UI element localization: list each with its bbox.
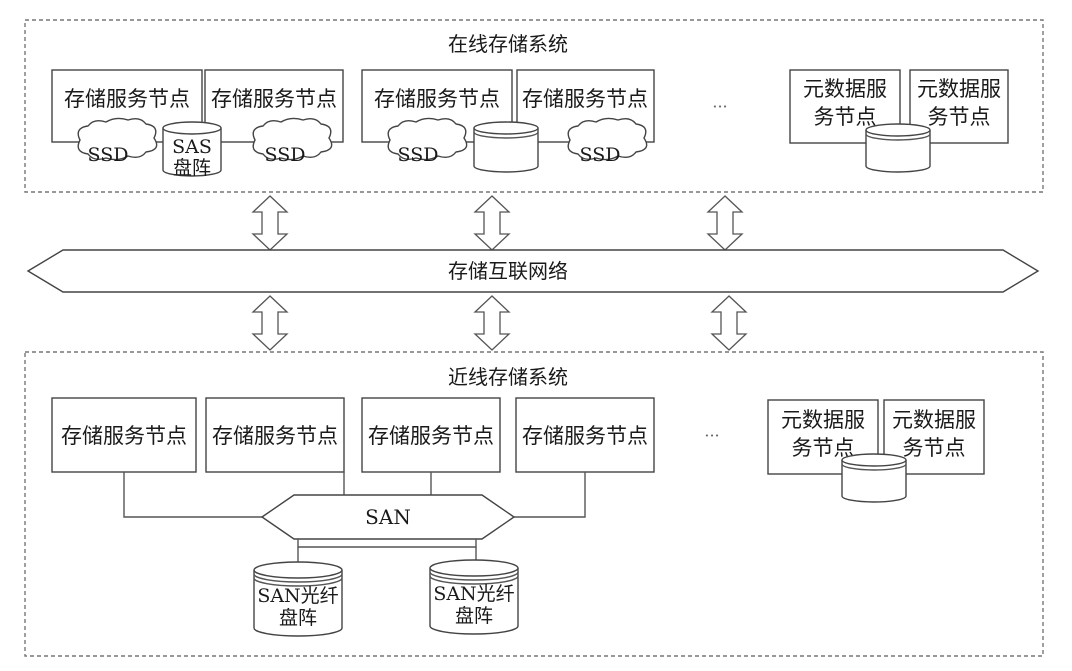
online-sas-label-1: SAS — [172, 136, 212, 158]
online-meta-disk — [865, 123, 931, 173]
online-ssd-1-label: SSD — [88, 144, 129, 166]
san-switch: SAN — [260, 494, 516, 540]
online-title: 在线存储系统 — [448, 32, 568, 56]
online-ellipsis: ··· — [712, 97, 727, 116]
upper-arrow-3 — [706, 195, 744, 251]
online-meta-node-1-line1: 元数据服 — [803, 77, 887, 101]
online-meta-node-1-line2: 务节点 — [814, 105, 877, 129]
online-storage-node-2-label: 存储服务节点 — [211, 87, 337, 111]
san-disk-2-line2: 盘阵 — [455, 605, 493, 627]
san-connectors — [123, 472, 586, 518]
nearline-meta-node-2-line2: 务节点 — [903, 436, 966, 460]
san-label: SAN — [365, 505, 411, 529]
online-meta-node-2-line2: 务节点 — [928, 105, 991, 129]
network-label: 存储互联网络 — [448, 259, 568, 283]
nearline-storage-node-1-label: 存储服务节点 — [61, 424, 187, 448]
san-fiber-disk-array-2: SAN光纤 盘阵 — [429, 559, 519, 635]
online-ssd-4-label: SSD — [580, 144, 621, 166]
nearline-meta-disk — [841, 453, 907, 503]
san-disk-1-line1: SAN光纤 — [257, 585, 338, 607]
nearline-storage-node-3-label: 存储服务节点 — [368, 424, 494, 448]
online-ssd-2-label: SSD — [265, 144, 306, 166]
online-storage-node-3-label: 存储服务节点 — [374, 87, 500, 111]
online-ssd-2: SSD — [252, 117, 333, 166]
online-storage-system: 在线存储系统 存储服务节点 存储服务节点 存储服务节点 存储服务节点 SSD S… — [24, 19, 1044, 193]
online-storage-node-4-label: 存储服务节点 — [522, 87, 648, 111]
lower-arrow-3 — [710, 295, 748, 351]
san-disk-1-line2: 盘阵 — [279, 607, 317, 629]
online-shared-disk — [473, 121, 539, 173]
nearline-storage-node-2-label: 存储服务节点 — [212, 424, 338, 448]
nearline-meta-node-1-line1: 元数据服 — [781, 408, 865, 432]
san-disk-connectors — [297, 539, 477, 564]
online-sas-label-2: 盘阵 — [173, 157, 211, 179]
lower-arrow-1 — [251, 295, 289, 351]
nearline-storage-node-1 — [51, 397, 197, 473]
online-ssd-3-label: SSD — [398, 144, 439, 166]
nearline-meta-node-2-line1: 元数据服 — [892, 408, 976, 432]
nearline-region-border — [24, 351, 1044, 657]
nearline-storage-system: 近线存储系统 存储服务节点 存储服务节点 存储服务节点 存储服务节点 ··· 元… — [24, 351, 1044, 657]
online-meta-node-2-line1: 元数据服 — [917, 77, 1001, 101]
lower-arrows — [251, 295, 748, 351]
nearline-storage-node-2 — [205, 397, 345, 473]
upper-arrow-1 — [251, 195, 289, 251]
online-ssd-3: SSD — [387, 117, 468, 166]
nearline-title: 近线存储系统 — [448, 365, 568, 389]
online-ssd-1: SSD — [77, 117, 158, 166]
online-ssd-4: SSD — [567, 117, 648, 166]
storage-interconnect-network: 存储互联网络 — [26, 249, 1040, 293]
san-fiber-disk-array-1: SAN光纤 盘阵 — [253, 561, 343, 637]
nearline-meta-node-1-line2: 务节点 — [792, 436, 855, 460]
nearline-storage-node-4 — [515, 397, 655, 473]
san-disk-2-line1: SAN光纤 — [433, 583, 514, 605]
online-storage-node-1-label: 存储服务节点 — [64, 87, 190, 111]
upper-arrow-2 — [473, 195, 511, 251]
nearline-ellipsis: ··· — [704, 426, 719, 445]
nearline-storage-node-3 — [361, 397, 501, 473]
upper-arrows — [251, 195, 744, 251]
lower-arrow-2 — [473, 295, 511, 351]
online-sas-disk-array: SAS 盘阵 — [162, 121, 222, 179]
nearline-storage-node-4-label: 存储服务节点 — [522, 424, 648, 448]
